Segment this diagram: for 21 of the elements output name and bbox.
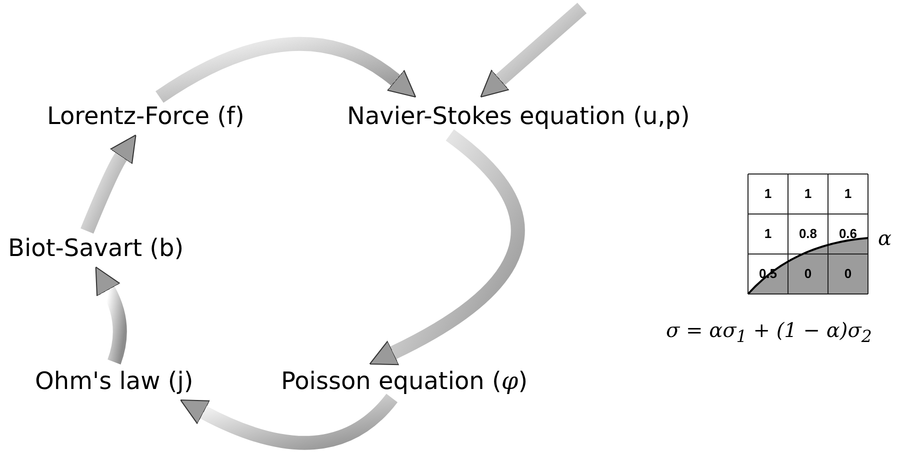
grid-value: 0.6 xyxy=(838,226,858,242)
grid-value: 0 xyxy=(803,266,813,282)
equation-label: Biot-Savart (b) xyxy=(8,233,184,263)
equation-label: Navier-Stokes equation (u,p) xyxy=(347,101,690,131)
curved-arrow xyxy=(370,130,525,366)
formula: σ = ασ$_{1}$ + (1 − α)σ$_{2}$ xyxy=(666,318,872,346)
curved-arrow xyxy=(180,393,398,450)
grid-value: 0.8 xyxy=(798,226,818,242)
curved-arrow xyxy=(156,37,417,103)
grid-value: 1 xyxy=(763,226,773,242)
curved-arrow xyxy=(80,134,136,234)
equation-label: Lorentz-Force (f) xyxy=(47,101,244,131)
grid-value: 0 xyxy=(843,266,853,282)
symbol-label: α xyxy=(878,226,892,250)
equation-label: Poisson equation (φ) xyxy=(281,366,528,396)
equation-label: Ohm's law (j) xyxy=(35,366,194,396)
grid-value: 1 xyxy=(763,186,773,202)
grid-value: 1 xyxy=(803,186,813,202)
curved-arrow xyxy=(480,2,587,98)
grid-value: 1 xyxy=(843,186,853,202)
curved-arrow xyxy=(96,266,127,364)
